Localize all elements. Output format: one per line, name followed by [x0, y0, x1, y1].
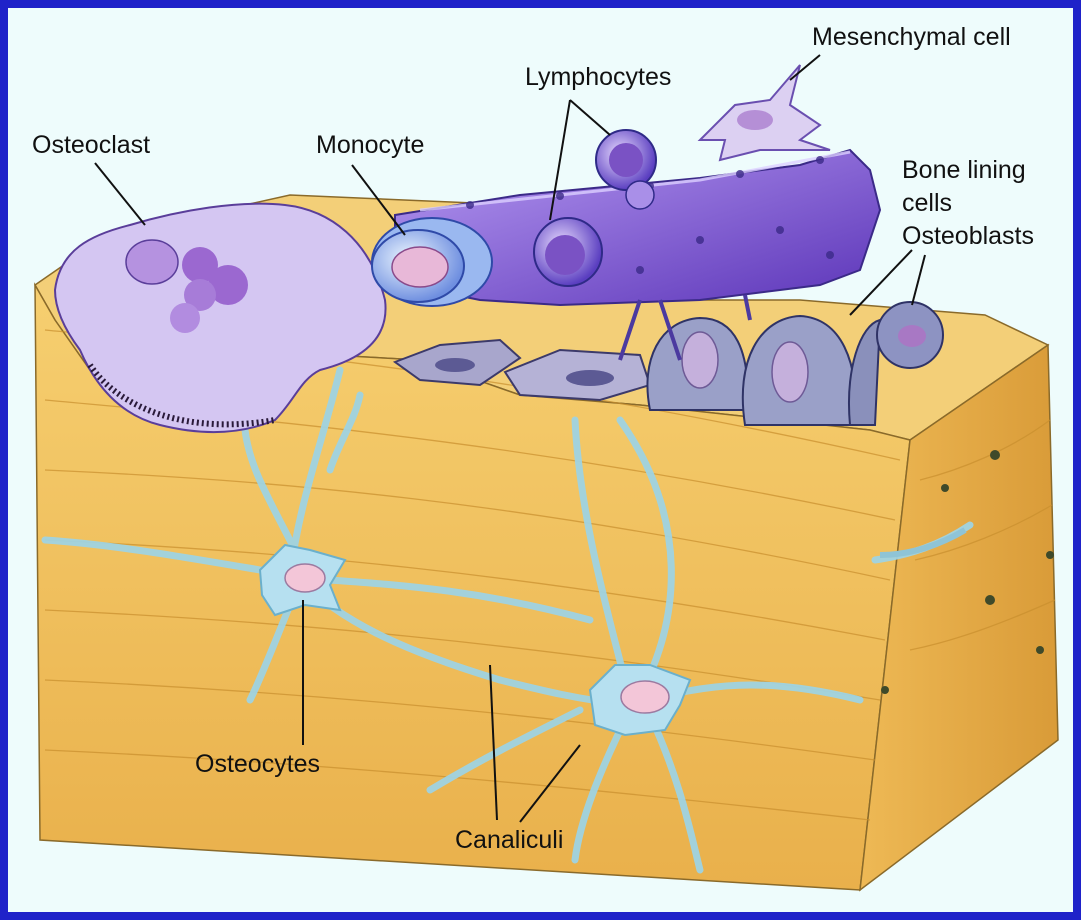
label-osteoclast: Osteoclast [32, 131, 150, 159]
label-lymphocytes: Lymphocytes [525, 63, 671, 91]
label-mesenchymal-cell: Mesenchymal cell [812, 23, 1011, 51]
label-monocyte: Monocyte [316, 131, 424, 159]
lymphocyte-3 [626, 181, 654, 209]
monocyte-cell [372, 218, 492, 306]
lymphocyte-2 [596, 130, 656, 190]
label-canaliculi: Canaliculi [455, 826, 563, 854]
label-osteoblasts: Osteoblasts [902, 222, 1034, 250]
label-osteocytes: Osteocytes [195, 750, 320, 778]
label-bone-lining-line1: Bone lining [902, 156, 1026, 184]
label-bone-lining-line2: cells [902, 189, 952, 217]
lymphocyte-1 [534, 218, 602, 286]
